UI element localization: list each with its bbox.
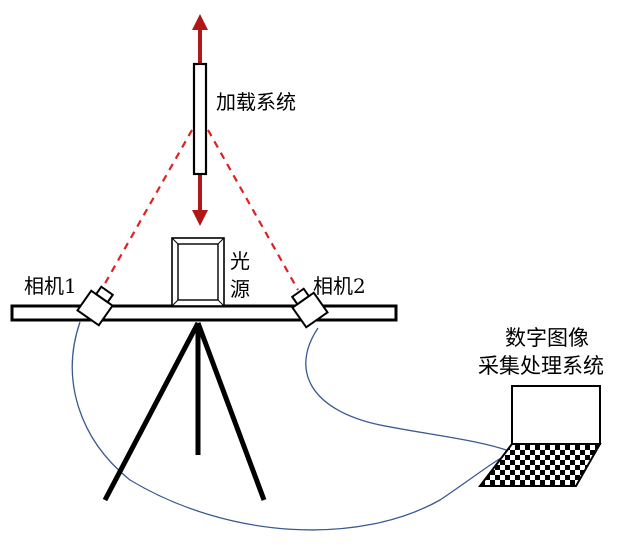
cable-camera2 — [305, 327, 513, 453]
sight-line-camera2 — [207, 129, 299, 291]
light-source — [171, 237, 225, 307]
light-source-label-line2: 源 — [230, 277, 250, 301]
dip-system-label-line1: 数字图像 — [505, 326, 589, 350]
camera2-label: 相机2 — [313, 274, 366, 298]
camera2-icon — [290, 287, 329, 329]
load-arrow-down — [192, 174, 208, 226]
specimen-bar — [192, 62, 208, 176]
light-source-label-line1: 光 — [230, 249, 250, 273]
loading-system-label: 加载系统 — [216, 90, 296, 114]
camera-rail — [10, 304, 398, 322]
cable-camera1 — [71, 321, 513, 531]
dip-system-label-line2: 采集处理系统 — [478, 354, 604, 378]
camera1-icon — [76, 285, 115, 327]
sight-line-camera1 — [102, 129, 193, 288]
laptop-icon — [477, 385, 602, 487]
camera1-label: 相机1 — [24, 274, 77, 298]
tripod — [102, 321, 267, 502]
load-arrow-up — [192, 14, 208, 64]
